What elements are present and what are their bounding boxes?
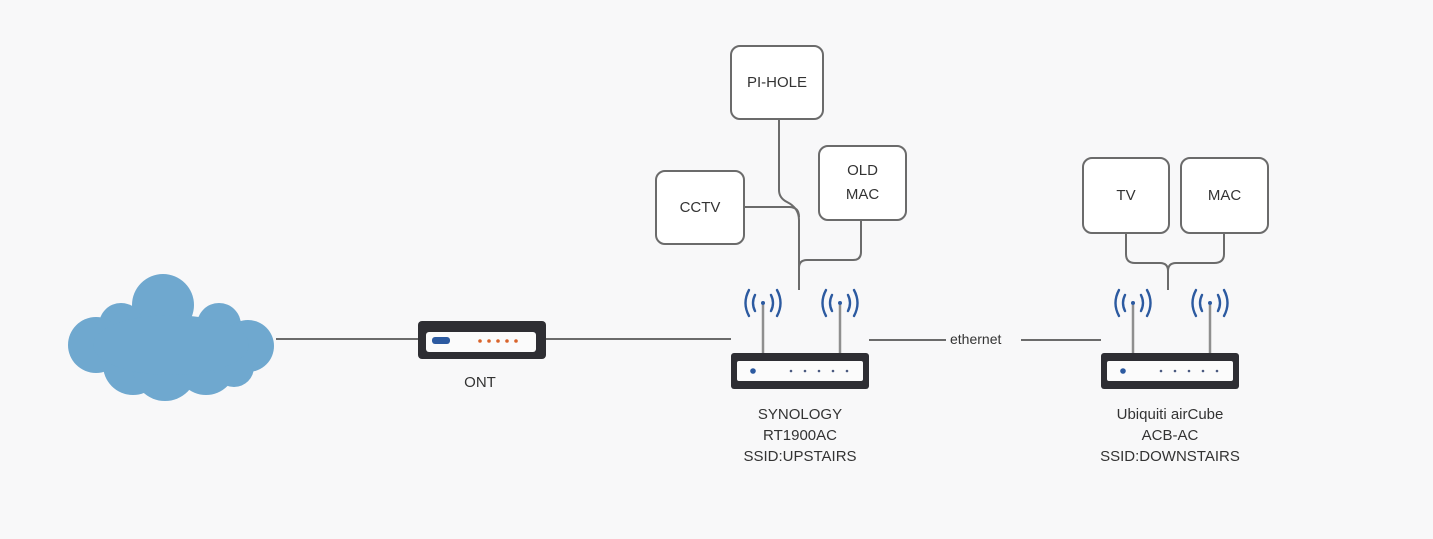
ont-label: ONT (464, 374, 496, 391)
router-synology-label: SYNOLOGY RT1900AC SSID:UPSTAIRS (743, 406, 857, 465)
tv-node: TV (1082, 157, 1170, 234)
tv-mac-link (1125, 233, 1225, 290)
wireless-router-icon (731, 288, 869, 389)
router-synology (731, 285, 869, 390)
router-aircube (1101, 285, 1239, 390)
wifi-signal-icon (744, 288, 859, 318)
wifi-signal-icon (1114, 288, 1229, 318)
cctv-node: CCTV (655, 170, 745, 245)
oldmac-link (798, 221, 862, 269)
ethernet-label: ethernet (946, 331, 1006, 347)
cloud-icon (68, 274, 274, 401)
cctv-link (745, 206, 800, 218)
pihole-link (778, 119, 800, 290)
router-aircube-label: Ubiquiti airCube ACB-AC SSID:DOWNSTAIRS (1100, 406, 1240, 465)
mac-node: MAC (1180, 157, 1269, 234)
old-mac-node: OLD MAC (818, 145, 907, 221)
wireless-router-icon (1101, 288, 1239, 389)
ont-device-icon (418, 321, 546, 359)
pihole-node: PI-HOLE (730, 45, 824, 120)
